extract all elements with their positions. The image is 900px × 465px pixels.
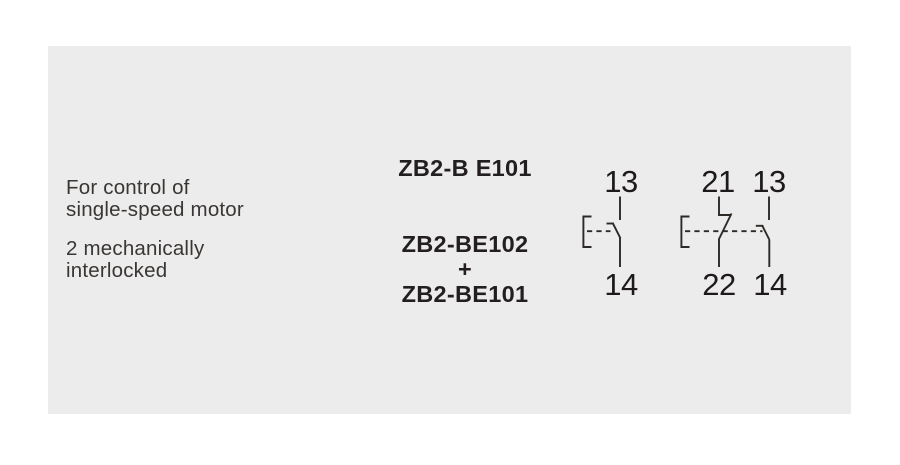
terminal-label-14: 14 [604, 267, 638, 302]
description-line: interlocked [66, 258, 168, 282]
description-line: single-speed motor [66, 197, 244, 221]
reference-pair-top: ZB2-BE102 [401, 231, 529, 257]
no1-contact-blade [611, 222, 622, 239]
actuator-bracket-2 [680, 215, 690, 248]
plus-sign: + [457, 256, 473, 282]
description-line: For control of [66, 176, 190, 199]
nc-top-terminal-line [718, 196, 731, 216]
terminal-label-13: 13 [752, 164, 786, 199]
content-panel [48, 46, 851, 414]
terminal-label-14: 14 [753, 267, 787, 302]
actuator-bracket-1 [582, 215, 592, 248]
reference-single: ZB2-B E101 [398, 155, 532, 181]
description-line: 2 mechanically [66, 237, 205, 260]
nc-contact-blade [718, 213, 733, 240]
no2-contact-blade [761, 225, 771, 241]
terminal-label-21: 21 [701, 164, 735, 199]
terminal-label-13: 13 [604, 164, 638, 199]
reference-pair-bottom: ZB2-BE101 [401, 281, 529, 307]
terminal-label-22: 22 [702, 267, 736, 302]
